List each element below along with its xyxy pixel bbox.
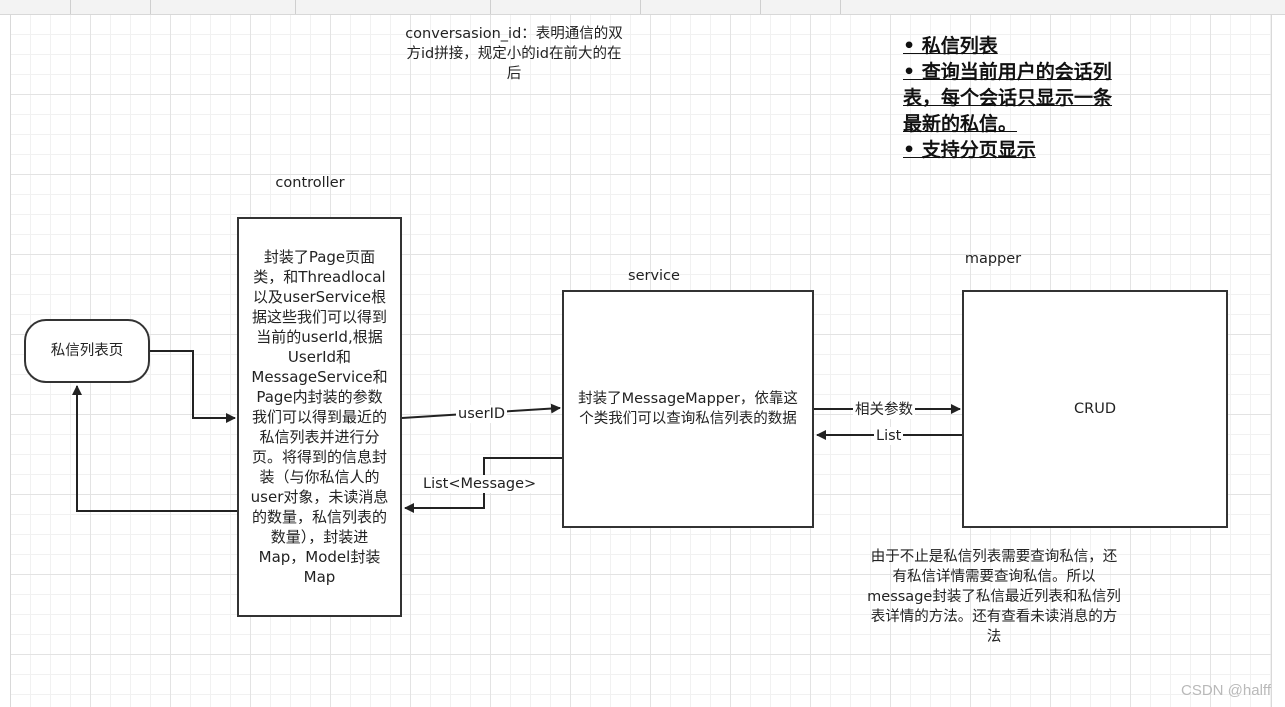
requirements-note: • 私信列表 • 查询当前用户的会话列 表，每个会话只显示一条 最新的私信。 •… [903,33,1153,163]
page-node[interactable]: 私信列表页 [24,319,150,383]
mapper-box-text: CRUD [1074,401,1116,417]
mapper-note: 由于不止是私信列表需要查询私信，还有私信详情需要查询私信。所以message封装… [867,549,1121,645]
page-node-label: 私信列表页 [50,343,124,359]
requirement-line: • 私信列表 [903,35,998,57]
toolbar-separator [490,0,491,14]
editor-toolbar [0,0,1285,15]
service-box[interactable]: 封装了MessageMapper，依靠这个类我们可以查询私信列表的数据 [562,290,814,528]
service-label: service [628,268,680,284]
edge-page-to-controller [150,350,236,423]
edge-label-userid: userID [456,405,508,423]
service-box-text: 封装了MessageMapper，依靠这个类我们可以查询私信列表的数据 [578,391,798,427]
edge-label-list-message: List<Message> [421,475,539,493]
watermark: CSDN @halff [1181,682,1271,699]
controller-box[interactable]: 封装了Page页面类，和Threadlocal以及userService根据这些… [237,217,402,617]
controller-box-text: 封装了Page页面类，和Threadlocal以及userService根据这些… [250,248,389,586]
toolbar-separator [640,0,641,14]
toolbar-separator [70,0,71,14]
conversation-id-note: conversasion_id：表明通信的双方id拼接，规定小的id在前大的在后 [405,26,623,82]
edge-label-params: 相关参数 [853,401,915,419]
toolbar-separator [150,0,151,14]
requirement-line: 表，每个会话只显示一条 [903,87,1113,109]
edge-controller-to-page [72,385,237,512]
controller-label: controller [275,175,345,191]
toolbar-separator [760,0,761,14]
toolbar-separator [295,0,296,14]
edge-label-list: List [874,427,904,445]
mapper-box[interactable]: CRUD [962,290,1228,528]
requirement-line: 最新的私信。 [903,113,1018,135]
requirement-line: • 支持分页显示 [903,139,1036,161]
mapper-label: mapper [964,251,1022,267]
requirement-line: • 查询当前用户的会话列 [903,61,1112,83]
toolbar-separator [840,0,841,14]
